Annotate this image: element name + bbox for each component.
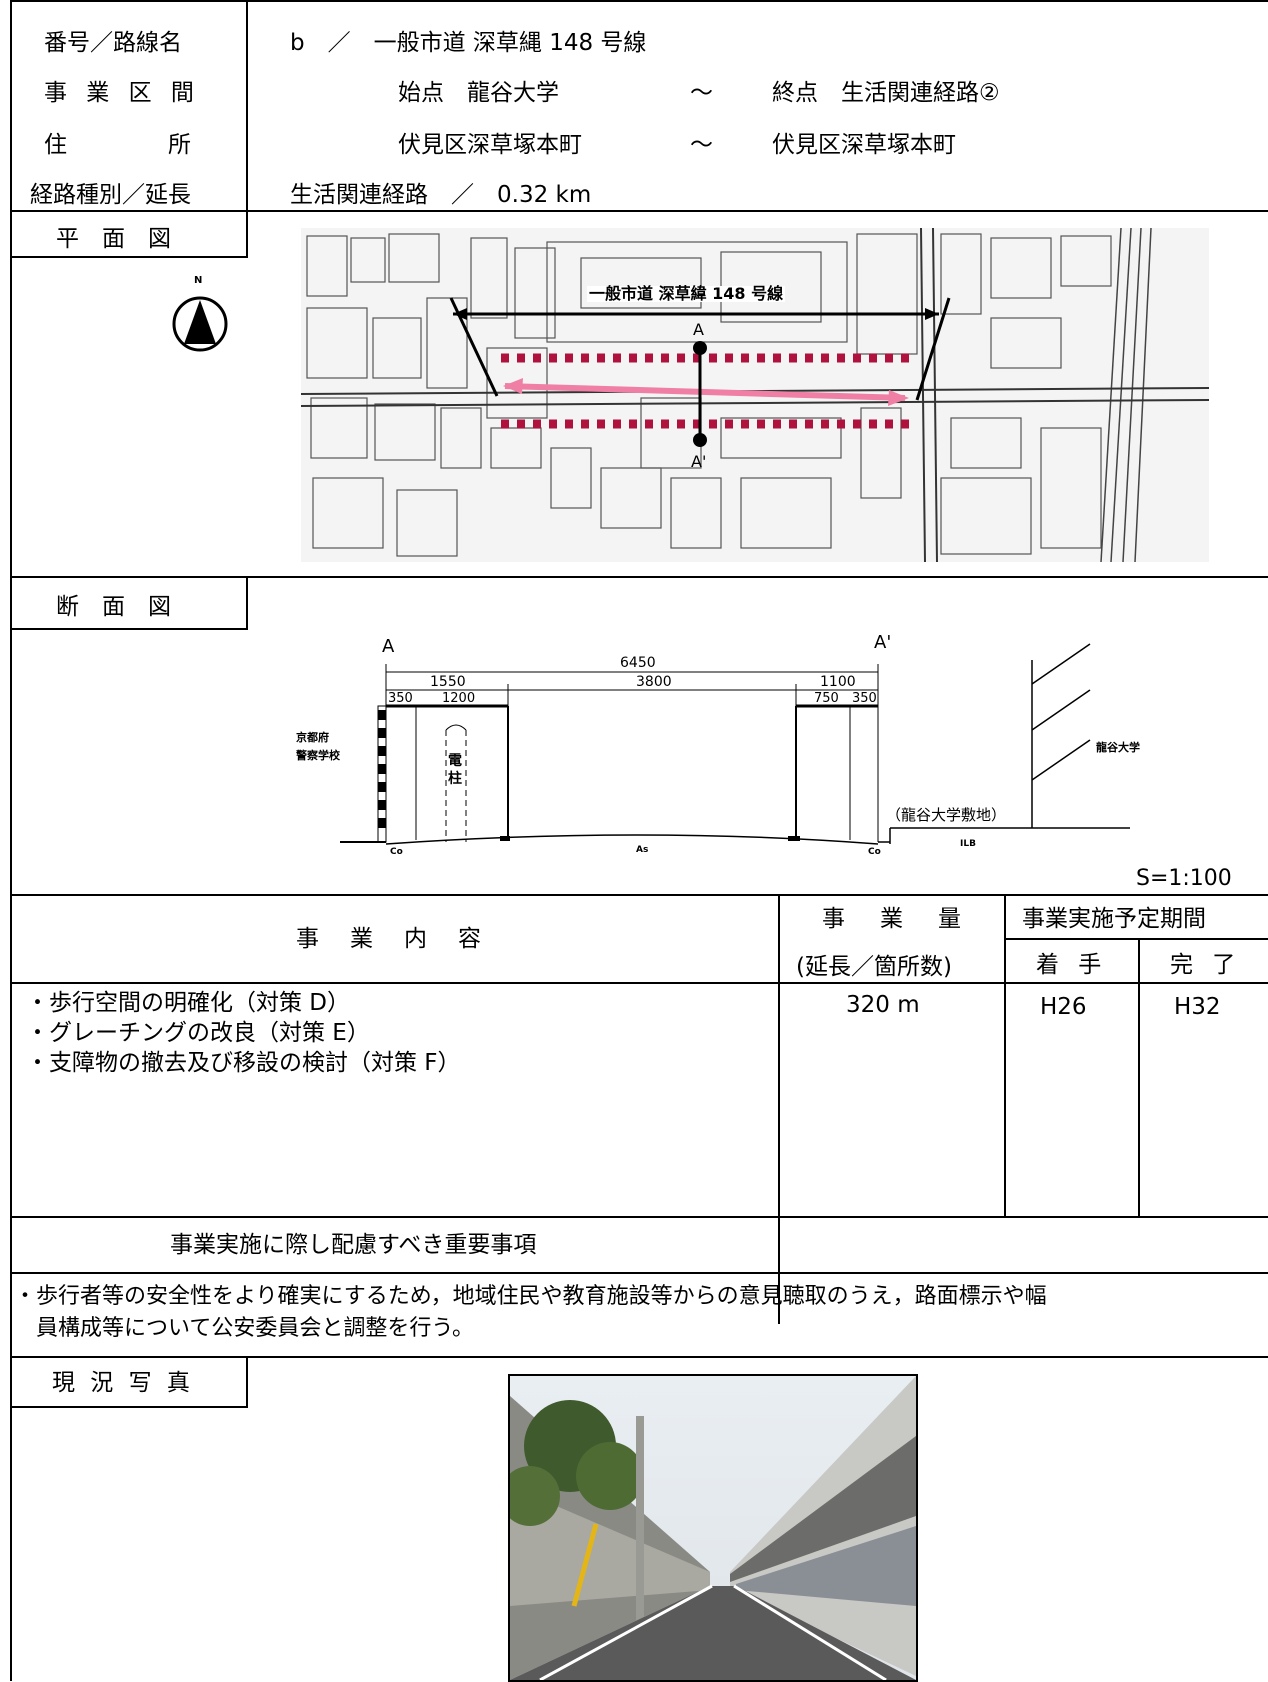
plan-map-drawing — [301, 228, 1209, 562]
section-end: 終点 生活関連経路② — [772, 80, 1000, 106]
co-right: Co — [868, 847, 881, 857]
amount-subheader: (延長／箇所数) — [796, 954, 952, 980]
street-photo-image — [510, 1376, 916, 1680]
table-header-bottom — [10, 982, 1268, 984]
left-building-line2: 警察学校 — [296, 749, 340, 762]
section-start: 始点 龍谷大学 — [398, 80, 559, 106]
address-to: 伏見区深草塚本町 — [772, 132, 956, 158]
notes-header-bottom — [10, 1272, 1268, 1274]
plan-point-a: A — [693, 320, 704, 339]
section-label: 事 業 区 間 — [44, 80, 200, 106]
section-point-a2: A' — [874, 632, 892, 653]
dim-750: 750 — [814, 691, 839, 706]
north-arrow-icon: N — [170, 276, 230, 356]
frame-top — [10, 0, 1268, 2]
address-from: 伏見区深草塚本町 — [398, 132, 582, 158]
frame-left — [10, 0, 12, 1681]
table-col-end — [1138, 938, 1140, 1216]
ilb-label: ILB — [960, 839, 976, 849]
content-item-3: ・支障物の撤去及び移設の検討（対策 F） — [26, 1050, 461, 1076]
section-tab-label: 断 面 図 — [56, 594, 171, 620]
photo-tab-label: 現 況 写 真 — [52, 1370, 194, 1396]
cross-section-drawing: A A' 6450 1550 3800 1100 350 1200 750 35… — [296, 630, 1150, 890]
section-tilde: ～ — [690, 80, 713, 106]
plan-map: 一般市道 深草緯 148 号線 A A' — [301, 228, 1209, 562]
notes-bottom-line — [10, 1356, 1268, 1358]
amount-value: 320 m — [846, 992, 920, 1018]
pole-char-1: 電 — [448, 753, 462, 769]
dim-1200: 1200 — [442, 691, 476, 706]
table-period-split — [1004, 938, 1268, 940]
plan-tab-box — [10, 212, 248, 258]
plan-point-a2: A' — [691, 452, 707, 471]
dim-total: 6450 — [620, 655, 656, 671]
header-bottom-line — [10, 210, 1268, 212]
plan-tab-label: 平 面 図 — [56, 226, 171, 252]
notes-header: 事業実施に際し配慮すべき重要事項 — [170, 1232, 537, 1258]
left-building-line1: 京都府 — [296, 731, 329, 744]
route-value: b ／ 一般市道 深草縄 148 号線 — [290, 30, 647, 56]
dim-350-right: 350 — [852, 691, 877, 706]
amount-header: 事 業 量 — [822, 906, 967, 932]
plan-bottom-line — [10, 576, 1268, 578]
dim-left: 1550 — [430, 674, 466, 690]
right-building-label: 龍谷大学 — [1096, 741, 1140, 754]
route-label: 番号／路線名 — [44, 30, 182, 56]
section-point-a: A — [382, 636, 395, 657]
plan-road-label: 一般市道 深草緯 148 号線 — [587, 284, 786, 303]
end-header: 完 了 — [1170, 952, 1242, 978]
section-bottom-line — [10, 894, 1268, 896]
site-label: （龍谷大学敷地） — [886, 806, 1007, 824]
section-tab-box — [10, 578, 248, 630]
notes-line-2: 員構成等について公安委員会と調整を行う。 — [14, 1316, 475, 1341]
pole-char-2: 柱 — [448, 771, 462, 787]
content-item-1: ・歩行空間の明確化（対策 D） — [26, 990, 351, 1016]
scale-label: S=1:100 — [1136, 866, 1232, 891]
dim-right: 1100 — [820, 674, 856, 690]
table-body-bottom — [10, 1216, 1268, 1218]
dim-350-left: 350 — [388, 691, 413, 706]
header-col-divider — [246, 0, 248, 210]
period-header: 事業実施予定期間 — [1022, 906, 1206, 932]
current-photo — [508, 1374, 918, 1682]
table-col-amount — [778, 894, 780, 1324]
start-header: 着 手 — [1036, 952, 1108, 978]
as-label: As — [636, 845, 649, 855]
notes-line-1: ・歩行者等の安全性をより確実にするため，地域住民や教育施設等からの意見聴取のうえ… — [14, 1284, 1047, 1309]
content-item-2: ・グレーチングの改良（対策 E） — [26, 1020, 370, 1046]
photo-tab-box — [10, 1358, 248, 1408]
dim-center: 3800 — [636, 674, 672, 690]
type-length-value: 生活関連経路 ／ 0.32 km — [290, 182, 592, 208]
address-label: 住 所 — [44, 132, 199, 158]
type-length-label: 経路種別／延長 — [30, 182, 191, 208]
content-header: 事 業 内 容 — [296, 926, 485, 952]
table-col-start — [1004, 894, 1006, 1216]
end-value: H32 — [1174, 994, 1221, 1020]
co-left: Co — [390, 847, 403, 857]
address-tilde: ～ — [690, 132, 713, 158]
start-value: H26 — [1040, 994, 1087, 1020]
